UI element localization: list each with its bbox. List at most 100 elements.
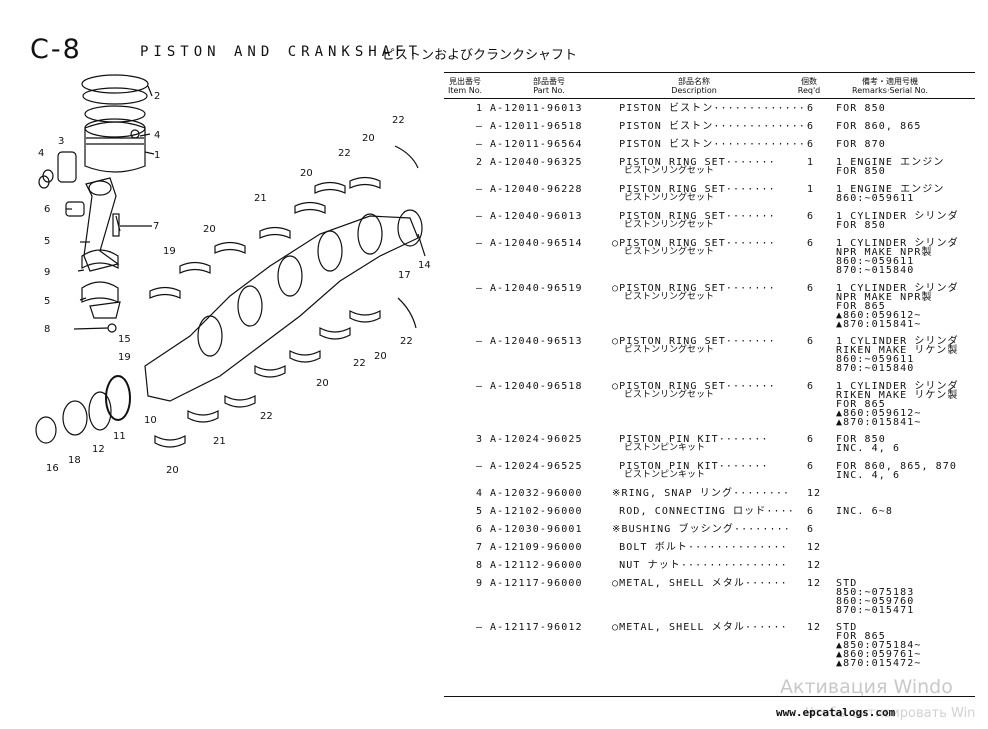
quantity-reqd: 6 bbox=[807, 283, 815, 294]
remarks-line: 1 CYLINDER シリンダ bbox=[836, 238, 959, 249]
part-description: ○METAL, SHELL メタル······ bbox=[612, 578, 788, 589]
quantity-reqd: 6 bbox=[807, 238, 815, 249]
remarks-line: INC. 4, 6 bbox=[836, 443, 901, 454]
part-number: A-12032-96000 bbox=[490, 488, 583, 499]
remarks-line: RIKEN MAKE リケン製 bbox=[836, 345, 959, 356]
callout-11: 11 bbox=[113, 431, 126, 442]
page-code: C-8 bbox=[30, 34, 82, 65]
remarks-line: ▲870:015472~ bbox=[836, 658, 922, 669]
remarks-line: 870:~015840 bbox=[836, 363, 915, 374]
part-number: A-12109-96000 bbox=[490, 542, 583, 553]
remarks-line: 870:~015471 bbox=[836, 605, 915, 616]
callout-15: 16 bbox=[46, 463, 59, 474]
quantity-reqd: 12 bbox=[807, 622, 822, 633]
remarks-line: 870:~015840 bbox=[836, 265, 915, 276]
quantity-reqd: 1 bbox=[807, 184, 815, 195]
remarks-line: ▲860:059612~ bbox=[836, 408, 922, 419]
part-number: A-12030-96001 bbox=[490, 524, 583, 535]
part-description: PISTON PIN KIT······· bbox=[612, 461, 769, 472]
part-number: A-12112-96000 bbox=[490, 560, 583, 571]
callout-10: 10 bbox=[144, 415, 157, 426]
quantity-reqd: 6 bbox=[807, 336, 815, 347]
item-number: — bbox=[475, 139, 482, 150]
activation-watermark-sub: Чтобы активировать Win bbox=[805, 706, 976, 721]
item-number: — bbox=[475, 336, 482, 347]
quantity-reqd: 6 bbox=[807, 461, 815, 472]
remarks-line: ▲860:059761~ bbox=[836, 649, 922, 660]
part-description: PISTON RING SET······· bbox=[612, 211, 776, 222]
callout-4b: 4 bbox=[38, 148, 44, 159]
part-description: PISTON PIN KIT······· bbox=[612, 434, 769, 445]
quantity-reqd: 6 bbox=[807, 524, 815, 535]
part-description: ○PISTON RING SET······· bbox=[612, 283, 776, 294]
footer-url[interactable]: www.epcatalogs.com bbox=[776, 706, 896, 719]
remarks-line: INC. 4, 6 bbox=[836, 470, 901, 481]
item-number: 1 bbox=[475, 103, 482, 114]
part-description-jp: ビストンリングセット bbox=[624, 390, 715, 400]
quantity-reqd: 6 bbox=[807, 211, 815, 222]
remarks-line: INC. 6~8 bbox=[836, 506, 893, 517]
callout-20f: 21 bbox=[213, 436, 226, 447]
part-number: A-12011-96518 bbox=[490, 121, 583, 132]
remarks-line: ▲860:059612~ bbox=[836, 310, 922, 321]
part-description: PISTON ビストン············· bbox=[612, 139, 806, 150]
part-description-jp: ビストンリングセット bbox=[624, 166, 715, 176]
part-number: A-12040-96513 bbox=[490, 336, 583, 347]
callout-5b: 5 bbox=[44, 296, 50, 307]
quantity-reqd: 6 bbox=[807, 103, 815, 114]
part-description-jp: ビストンリングセット bbox=[624, 345, 715, 355]
quantity-reqd: 12 bbox=[807, 488, 822, 499]
callout-20b: 20 bbox=[300, 168, 313, 179]
remarks: INC. 6~8 bbox=[836, 506, 893, 517]
part-number: A-12011-96013 bbox=[490, 103, 583, 114]
item-number: 5 bbox=[475, 506, 482, 517]
remarks-line: NPR MAKE NPR製 bbox=[836, 247, 933, 258]
part-description: BOLT ボルト·············· bbox=[612, 542, 788, 553]
part-description: NUT ナット··············· bbox=[612, 560, 788, 571]
quantity-reqd: 6 bbox=[807, 506, 815, 517]
remarks-line: ▲870:015841~ bbox=[836, 319, 922, 330]
remarks-line: FOR 865 bbox=[836, 631, 886, 642]
quantity-reqd: 12 bbox=[807, 560, 822, 571]
part-description: ○METAL, SHELL メタル······ bbox=[612, 622, 788, 633]
part-number: A-12040-96514 bbox=[490, 238, 583, 249]
diagram-svg: 2 4 1 3 4 6 7 5 9 5 8 15 19 10 11 12 18 … bbox=[35, 74, 431, 476]
part-description: PISTON ビストン············· bbox=[612, 121, 806, 132]
remarks: FOR 860, 865 bbox=[836, 122, 921, 132]
part-description: PISTON RING SET······· bbox=[612, 184, 776, 195]
callout-20a: 20 bbox=[203, 224, 216, 235]
piston-ring-top bbox=[81, 74, 149, 94]
callout-22b: 22 bbox=[338, 148, 351, 159]
item-number: 4 bbox=[475, 488, 482, 499]
item-number: — bbox=[475, 184, 482, 195]
remarks: FOR 850 bbox=[836, 104, 886, 114]
callout-21b: 22 bbox=[260, 411, 273, 422]
crankshaft bbox=[144, 215, 419, 402]
remarks-line: RIKEN MAKE リケン製 bbox=[836, 390, 959, 401]
bottom-rule bbox=[444, 696, 975, 697]
part-description-jp: ビストンリングセット bbox=[624, 220, 715, 230]
callout-19: 19 bbox=[163, 246, 176, 257]
part-number: A-12102-96000 bbox=[490, 506, 583, 517]
remarks-line: 1 ENGINE エンジン bbox=[836, 157, 945, 168]
part-number: A-12117-96000 bbox=[490, 578, 583, 589]
callout-22a: 22 bbox=[392, 115, 405, 126]
callout-13: 14 bbox=[418, 260, 431, 271]
callout-22d: 22 bbox=[353, 358, 366, 369]
remarks-line: FOR 870 bbox=[836, 139, 886, 150]
remarks-line: 860:~059611 bbox=[836, 193, 915, 204]
part-description: PISTON RING SET······· bbox=[612, 157, 776, 168]
callout-22c: 22 bbox=[400, 336, 413, 347]
part-number: A-12011-96564 bbox=[490, 139, 583, 150]
callout-14: 15 bbox=[118, 334, 131, 345]
quantity-reqd: 12 bbox=[807, 542, 822, 553]
remarks-line: ▲850:075184~ bbox=[836, 640, 922, 651]
remarks-line: FOR 860, 865, 870 bbox=[836, 461, 958, 472]
